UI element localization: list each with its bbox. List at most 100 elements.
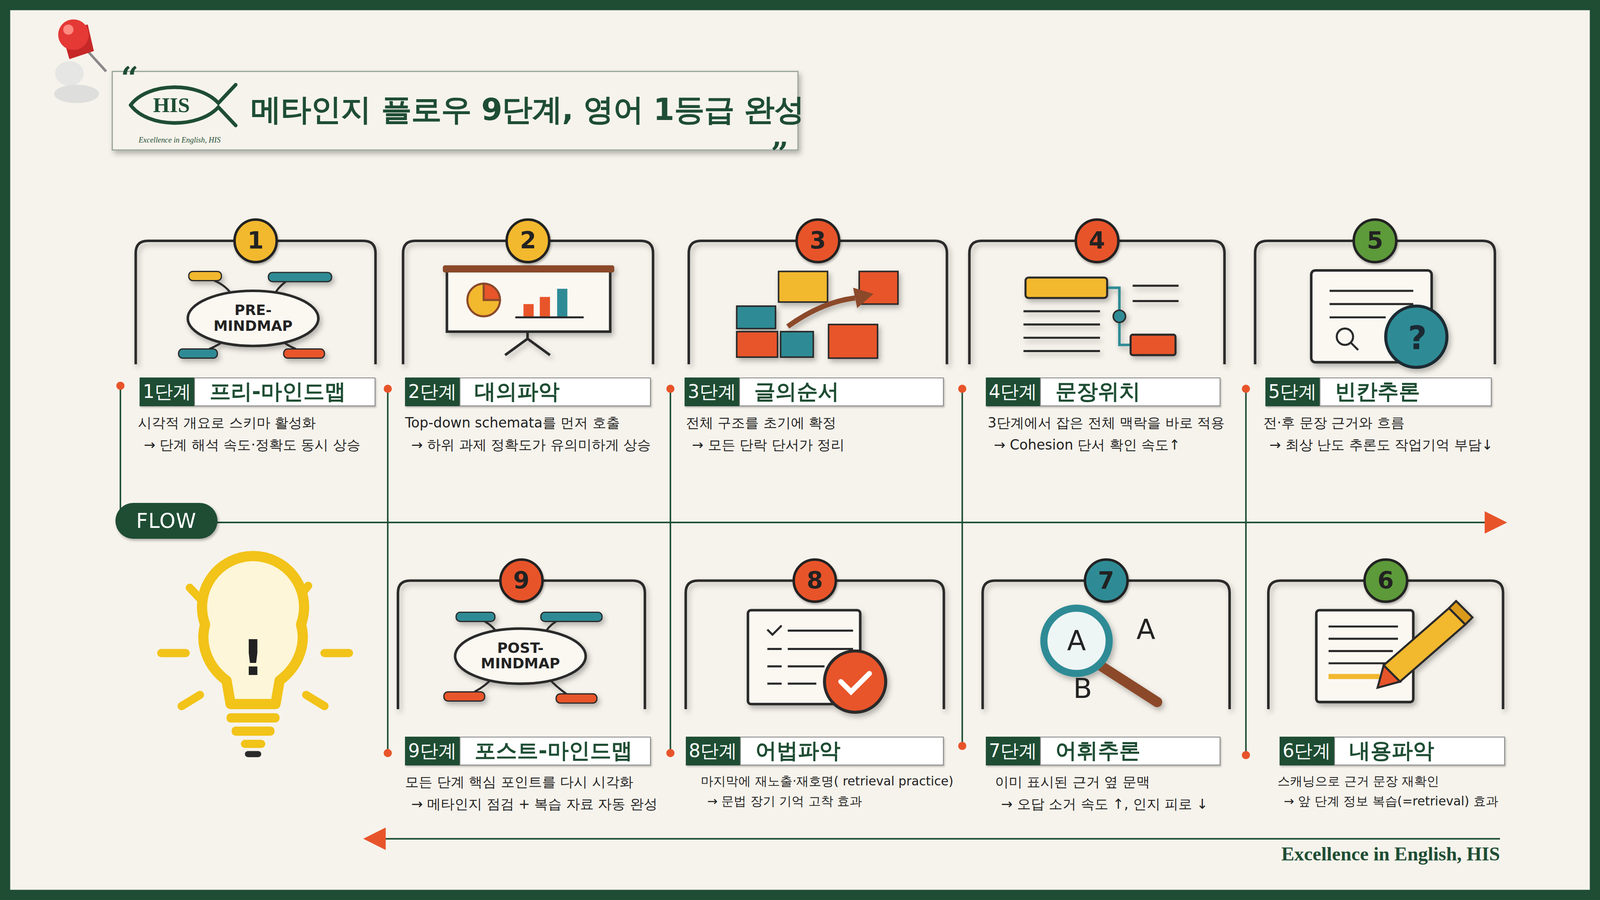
number-circle: 9 <box>499 558 545 604</box>
mindmap-icon <box>443 612 603 703</box>
title: 메타인지 플로우 9단계, 영어 1등급 완성 <box>250 89 804 131</box>
step-tag: 7단계 <box>985 736 1041 766</box>
flow-lines <box>119 385 122 523</box>
blank-inference-icon <box>1329 302 1414 305</box>
blocks-icon <box>787 297 856 327</box>
sentence-position-icon <box>1107 287 1131 345</box>
step-tag: 2단계 <box>405 377 460 407</box>
step-number: 8 <box>806 567 823 595</box>
flow-lines <box>383 749 393 758</box>
content-scan-icon <box>1383 608 1466 682</box>
presentation-icon <box>483 283 500 300</box>
magnifier-icon <box>1100 665 1158 703</box>
lightbulb <box>161 556 350 758</box>
step-description: 마지막에 재노출·재호명( retrieval practice) → 문법 장… <box>700 771 955 811</box>
description-line: → 메타인지 점검 + 복습 자료 자동 완성 <box>405 793 664 816</box>
mindmap-icon <box>178 349 218 359</box>
flow-lines <box>669 388 672 753</box>
blank-inference-icon <box>1350 342 1358 350</box>
lightbulb <box>240 740 266 749</box>
lightbulb <box>245 750 262 758</box>
icon-label: PRE- MINDMAP <box>202 302 305 334</box>
step-description: 전체 구조를 초기에 확정 → 모든 단락 단서가 정리 <box>685 412 955 457</box>
step-tag: 1단계 <box>139 377 195 407</box>
blank-inference-icon <box>1329 316 1386 319</box>
mindmap-icon <box>283 349 325 359</box>
presentation-icon <box>523 304 534 318</box>
step-name: 프리-마인드맵 <box>194 377 376 407</box>
flow-lines <box>1245 388 1247 755</box>
step-band: 6단계내용파악 <box>1279 736 1505 766</box>
step-card: 99단계포스트-마인드맵모든 단계 핵심 포인트를 다시 시각화 → 메타인지 … <box>393 554 668 833</box>
step-card: 7 7단계어휘추론이미 표시된 근거 옆 문맥 → 오답 소거 속도 ↑, 인지 … <box>978 554 1243 833</box>
step-tag: 3단계 <box>684 377 740 407</box>
blocks-icon <box>852 287 874 309</box>
lightbulb <box>161 649 186 658</box>
sentence-position-icon <box>1132 284 1179 287</box>
description-line: → 단계 해석 속도·정확도 동시 상승 <box>137 434 382 457</box>
flow-lines <box>116 381 1250 760</box>
description-line: → 하위 과제 정확도가 유의미하게 상승 <box>405 434 664 457</box>
step-name: 대의파악 <box>459 377 651 407</box>
step-description: 스캐닝으로 근거 문장 재확인 → 앞 단계 정보 복습(=retrieval)… <box>1277 771 1513 811</box>
flow-lines <box>666 749 675 758</box>
presentation-icon <box>505 338 528 355</box>
number-circle: 5 <box>1352 218 1398 264</box>
flow-lines <box>363 827 386 850</box>
number-circle: 3 <box>795 218 841 264</box>
blank-inference-icon <box>1311 270 1448 368</box>
step-band: 3단계글의순서 <box>684 377 944 407</box>
mindmap-icon <box>188 271 222 281</box>
description-line: Top-down schemata를 먼저 호출 <box>405 412 664 435</box>
flow-lines <box>958 741 967 750</box>
sentence-position-icon <box>1023 310 1100 313</box>
step-band: 4단계문장위치 <box>985 377 1221 407</box>
sentence-position-icon <box>1113 310 1126 323</box>
checklist-icon <box>840 673 870 692</box>
blocks-icon <box>828 324 878 359</box>
checklist-icon <box>787 682 817 685</box>
step-number: 9 <box>513 567 530 595</box>
sentence-position-icon <box>1023 336 1100 339</box>
step-band: 9단계포스트-마인드맵 <box>405 736 651 766</box>
step-number: 2 <box>520 227 537 255</box>
step-description: 3단계에서 잡은 전체 맥락을 바로 적용 → Cohesion 단서 확인 속… <box>987 412 1239 457</box>
description-line: → 앞 단계 정보 복습(=retrieval) 효과 <box>1277 791 1513 812</box>
step-name: 내용파악 <box>1334 736 1505 766</box>
step-tag: 9단계 <box>405 736 460 766</box>
pushpin <box>63 24 74 35</box>
presentation-icon <box>515 316 584 319</box>
blocks-icon <box>736 306 776 329</box>
description-line: → 문법 장기 기억 고착 효과 <box>700 791 955 812</box>
blank-inference-icon <box>1385 306 1448 368</box>
frame <box>10 10 1590 890</box>
step-card: 55단계빈칸추론전·후 문장 근거와 흐름 → 최상 난도 추론도 작업기억 부… <box>1250 214 1504 510</box>
flow-lines <box>214 521 1490 524</box>
step-number: 7 <box>1097 567 1115 595</box>
presentation-icon <box>540 297 550 318</box>
content-scan-icon <box>1328 625 1399 628</box>
presentation-icon <box>557 288 568 318</box>
blocks-icon <box>778 271 828 302</box>
number-circle: 4 <box>1074 218 1120 264</box>
presentation-icon <box>527 338 550 355</box>
step-name: 어휘추론 <box>1040 736 1221 766</box>
step-number: 4 <box>1088 227 1105 255</box>
step-tag: 8단계 <box>685 736 741 766</box>
flow-lines <box>116 381 125 390</box>
icon-label: ? <box>1407 320 1427 356</box>
content-scan-icon <box>1377 665 1400 688</box>
checklist-icon <box>787 647 854 650</box>
step-card: 4 4단계문장위치 3단계에서 잡은 전체 맥락을 바로 적용 → Cohesion… <box>965 214 1243 510</box>
flow-lines <box>387 388 389 753</box>
flow-label: FLOW <box>136 509 197 533</box>
checklist-icon <box>747 610 886 713</box>
blank-inference-icon <box>1329 290 1414 293</box>
checklist-icon <box>767 625 782 635</box>
description-line: 전·후 문장 근거와 흐름 <box>1263 412 1500 435</box>
description-line: 전체 구조를 초기에 확정 <box>685 412 955 435</box>
sentence-position-icon <box>1023 350 1100 353</box>
mindmap-icon <box>268 272 332 282</box>
step-description: 이미 표시된 근거 옆 문맥 → 오답 소거 속도 ↑, 인지 피로 ↓ <box>995 771 1239 816</box>
